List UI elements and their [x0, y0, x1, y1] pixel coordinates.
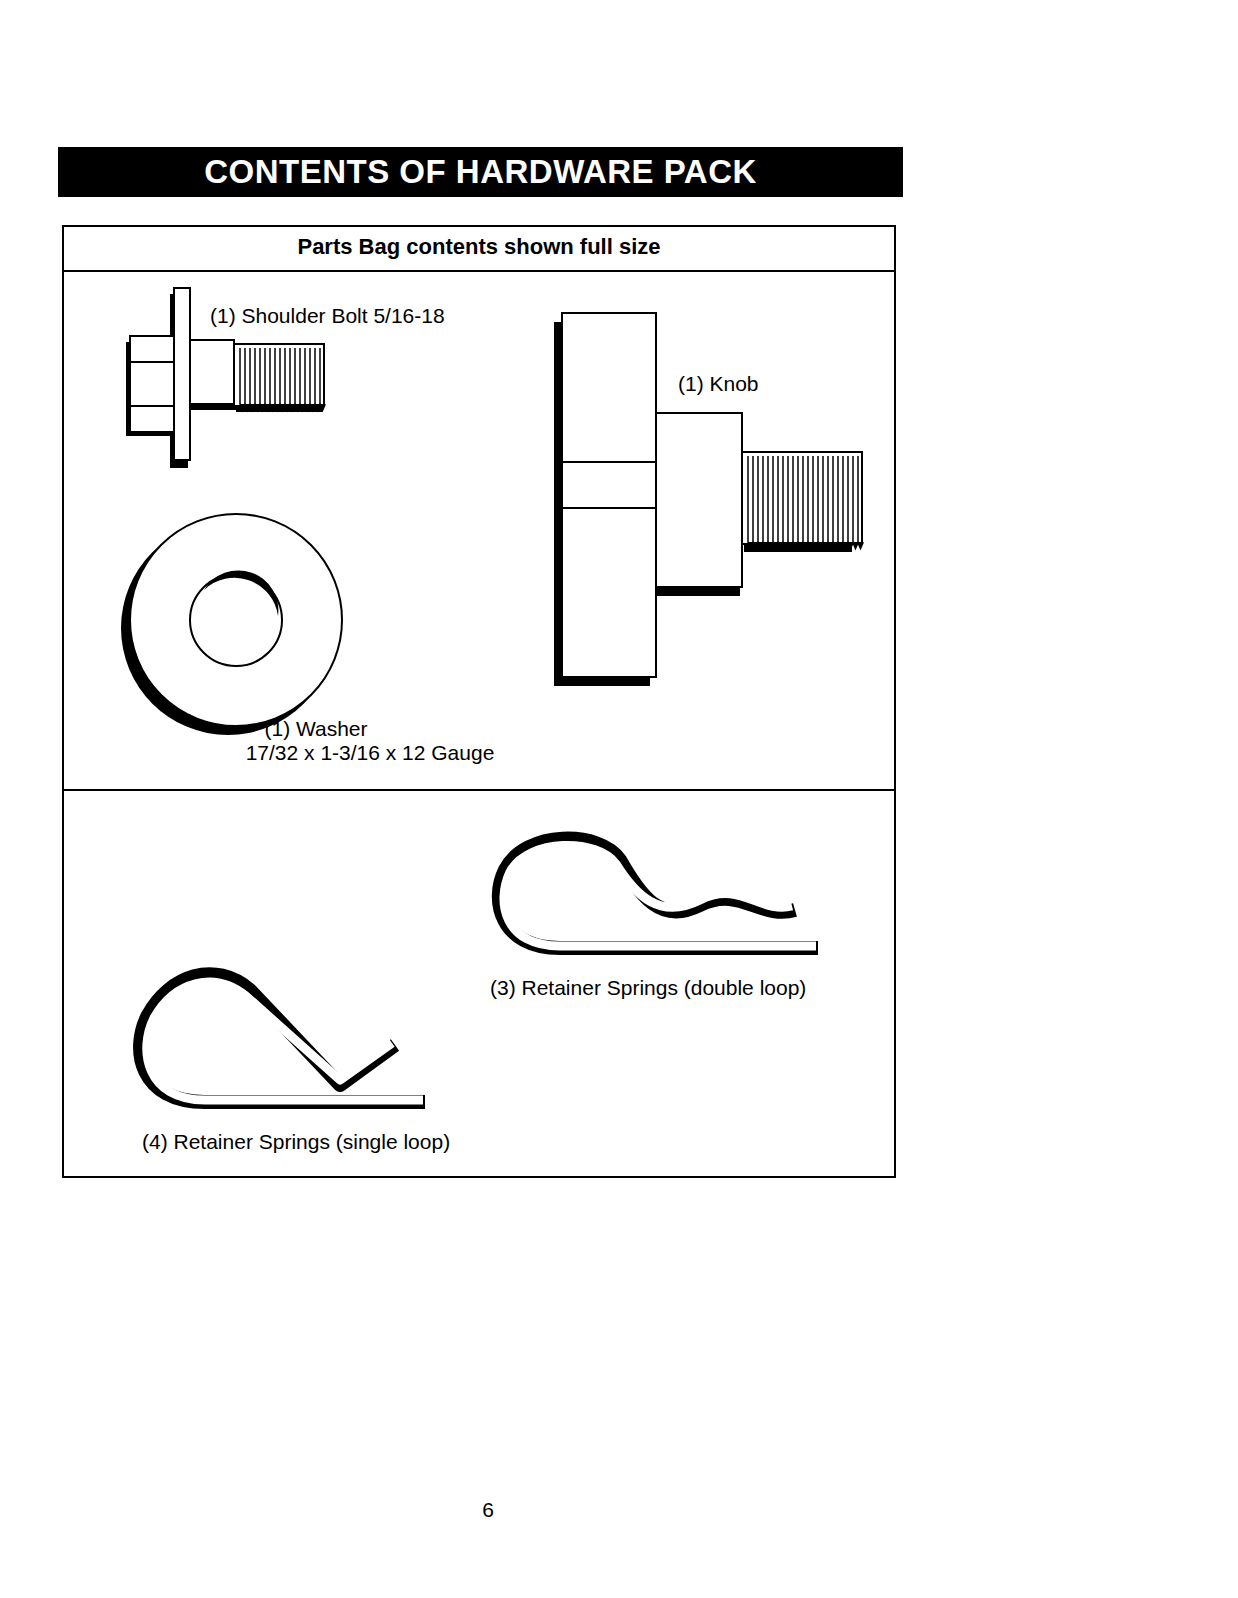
retainer-spring-double — [499, 839, 818, 948]
retainer-spring-single — [140, 974, 425, 1102]
knob — [554, 313, 863, 686]
part-label: (4) Retainer Springs (single loop) — [142, 1130, 450, 1154]
part-label: (1) Washer — [264, 717, 367, 741]
box-heading: Parts Bag contents shown full size — [64, 227, 894, 272]
section-divider — [64, 789, 894, 791]
part-label: (1) Knob — [678, 372, 759, 396]
part-label: (1) Shoulder Bolt 5/16-18 — [210, 304, 445, 328]
washer — [121, 514, 342, 735]
title-band: CONTENTS OF HARDWARE PACK — [58, 147, 903, 197]
dimension-label: 17/32 x 1-3/16 x 12 Gauge — [246, 741, 495, 765]
page-number: 6 — [482, 1498, 494, 1522]
part-label: (3) Retainer Springs (double loop) — [490, 976, 806, 1000]
title-text: CONTENTS OF HARDWARE PACK — [204, 153, 757, 191]
parts-box: Parts Bag contents shown full size — [62, 225, 896, 1178]
